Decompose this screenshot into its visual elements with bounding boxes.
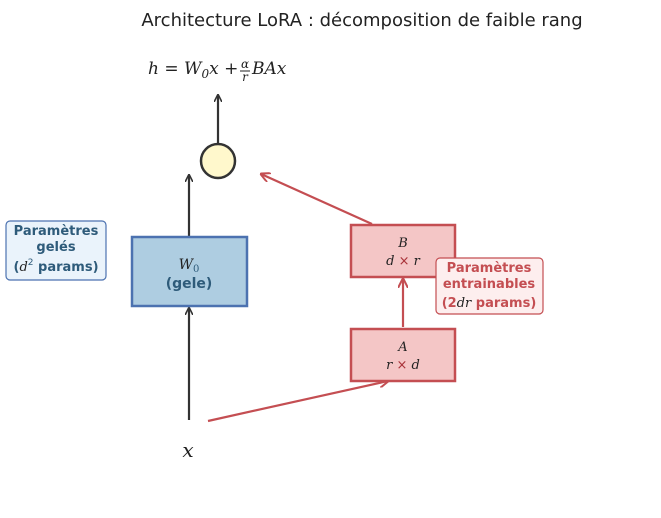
w0-label: W0	[179, 257, 200, 275]
b-label: B	[397, 236, 408, 251]
b-dims: d × r	[386, 254, 421, 269]
a-box: A r × d	[349, 327, 457, 383]
arrow-b-to-sum	[261, 174, 373, 226]
a-dims: r × d	[386, 358, 420, 373]
w0-status: (gele)	[166, 276, 213, 292]
input-x-label: x	[182, 438, 193, 462]
w0-box: W0 (gele)	[130, 235, 249, 308]
formula-bax: BAx	[251, 59, 287, 79]
b-box: B d × r	[349, 223, 457, 279]
svg-text:Paramètres: Paramètres	[447, 261, 532, 276]
svg-text:h = W0x +: h = W0x +	[148, 59, 238, 81]
svg-text:(2dr params): (2dr params)	[442, 296, 537, 311]
svg-text:entrainables: entrainables	[443, 277, 536, 292]
formula-alpha: α	[241, 57, 249, 71]
formula-r: r	[242, 70, 249, 84]
diagram-title: Architecture LoRA : décomposition de fai…	[141, 10, 582, 31]
a-label: A	[397, 340, 407, 355]
arrow-x-to-a	[207, 381, 388, 423]
svg-text:(d2 params): (d2 params)	[13, 258, 98, 275]
trainable-params-note: Paramètres entrainables (2dr params)	[435, 257, 544, 315]
svg-text:Paramètres: Paramètres	[14, 224, 99, 239]
sum-node	[199, 142, 237, 180]
output-formula: h = W0x + α r BAx	[148, 57, 287, 84]
svg-text:gelés: gelés	[36, 240, 75, 255]
frozen-params-note: Paramètres gelés (d2 params)	[5, 220, 107, 281]
